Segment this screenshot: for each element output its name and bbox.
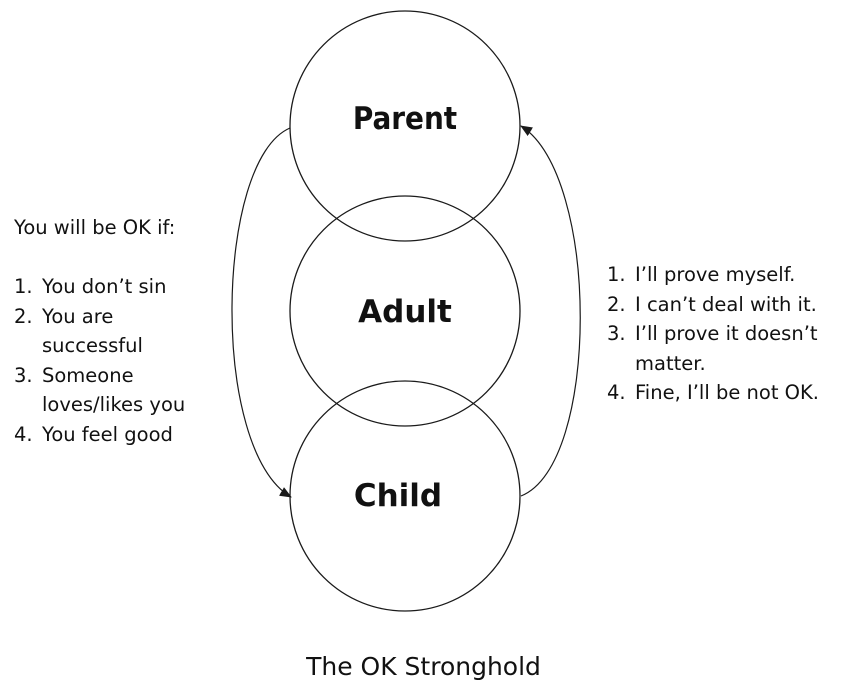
list-item: 2. I can’t deal with it. bbox=[607, 290, 843, 320]
list-item-number: 4. bbox=[607, 381, 626, 404]
ok-conditions-list: 1. You don’t sin 2. You are successful 3… bbox=[14, 272, 214, 449]
adult-label: Adult bbox=[358, 294, 452, 330]
list-item-text: I can’t deal with it. bbox=[635, 292, 817, 316]
list-item-text: Someone loves/likes you bbox=[42, 363, 186, 417]
list-item-number: 2. bbox=[14, 304, 33, 328]
list-item-number: 1. bbox=[14, 275, 33, 298]
list-item: 4. You feel good bbox=[14, 420, 214, 450]
list-item: 1. You don’t sin bbox=[14, 272, 214, 302]
list-item-text: You don’t sin bbox=[42, 275, 167, 298]
list-item-text: I’ll prove myself. bbox=[635, 263, 796, 286]
list-item-number: 1. bbox=[607, 263, 626, 286]
child-label: Child bbox=[354, 478, 442, 514]
list-item-number: 3. bbox=[14, 363, 33, 387]
ok-conditions-heading: You will be OK if: bbox=[14, 216, 176, 239]
list-item: 4. Fine, I’ll be not OK. bbox=[607, 378, 843, 408]
parent-to-child-arrow bbox=[231, 127, 292, 498]
list-item-text: Fine, I’ll be not OK. bbox=[635, 381, 819, 404]
list-item-text: You feel good bbox=[42, 422, 173, 446]
list-item-number: 4. bbox=[14, 422, 33, 446]
diagram-caption: The OK Stronghold bbox=[306, 652, 541, 681]
list-item: 3. I’ll prove it doesn’t matter. bbox=[607, 319, 843, 378]
child-responses-panel: 1. I’ll prove myself. 2. I can’t deal wi… bbox=[607, 260, 843, 408]
list-item-number: 2. bbox=[607, 292, 626, 316]
parent-circle bbox=[289, 10, 521, 242]
adult-circle bbox=[289, 195, 521, 427]
child-to-parent-arrow bbox=[520, 125, 581, 497]
ok-conditions-panel: You will be OK if: 1. You don’t sin 2. Y… bbox=[14, 213, 214, 449]
list-item-text: You are successful bbox=[42, 304, 143, 358]
list-item-number: 3. bbox=[607, 322, 626, 345]
list-item: 2. You are successful bbox=[14, 302, 214, 361]
list-item: 3. Someone loves/likes you bbox=[14, 361, 214, 420]
list-item: 1. I’ll prove myself. bbox=[607, 260, 843, 290]
parent-label: Parent bbox=[353, 101, 457, 137]
child-responses-list: 1. I’ll prove myself. 2. I can’t deal wi… bbox=[607, 260, 843, 408]
list-item-text: I’ll prove it doesn’t matter. bbox=[635, 322, 818, 375]
